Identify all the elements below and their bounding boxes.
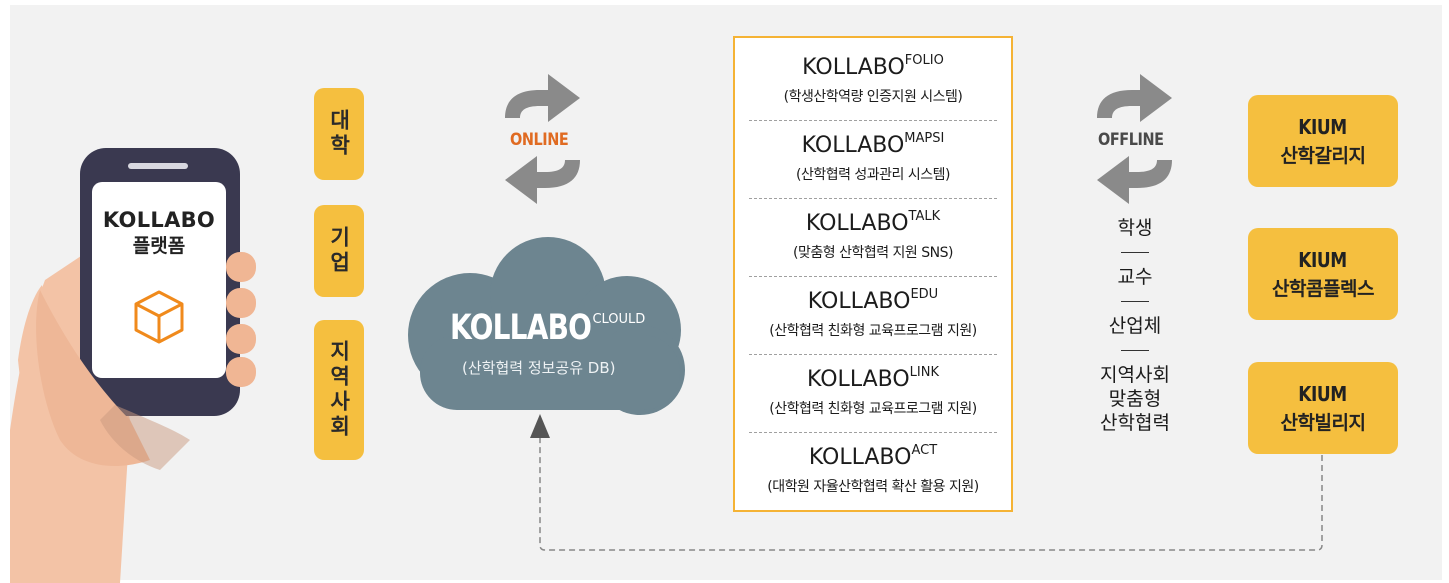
hand-phone-illustration <box>10 148 256 583</box>
service-item: KOLLABOMAPSI (산학협력 성과관리 시스템) <box>749 131 997 184</box>
phone-screen <box>92 182 226 378</box>
group-label: 지역사회 <box>327 340 352 440</box>
dashed-connector <box>539 435 1323 551</box>
service-name: KOLLABO <box>808 445 912 470</box>
stakeholder-community: 지역사회 <box>1100 364 1170 386</box>
phone-screen-text: KOLLABO 플랫폼 <box>92 208 226 258</box>
divider <box>749 276 997 277</box>
cloud-shape <box>408 237 685 415</box>
group-pill-company: 기업 <box>314 205 364 297</box>
online-arrow-right-icon <box>505 74 580 122</box>
offline-arrow-right-icon <box>1097 74 1172 122</box>
stakeholder-professor: 교수 <box>1117 266 1153 288</box>
online-label: ONLINE <box>510 130 569 150</box>
group-pill-community: 지역사회 <box>314 320 364 460</box>
stakeholder-cooperation: 산학협력 <box>1100 412 1170 434</box>
divider <box>749 120 997 121</box>
service-sup: EDU <box>910 287 939 302</box>
service-desc: (학생산학역량 인증지원 시스템) <box>783 89 963 106</box>
dash-divider <box>1121 252 1149 253</box>
offline-arrow-left-icon <box>1097 156 1172 204</box>
service-name: KOLLABO <box>801 133 905 158</box>
service-sup: LINK <box>909 365 939 380</box>
cloud-title-main: KOLLABO <box>450 308 592 348</box>
kium-name: 산학콤플렉스 <box>1272 277 1374 300</box>
cloud-title: KOLLABOCLOULD <box>450 308 679 348</box>
kium-box-complex: KIUM 산학콤플렉스 <box>1248 228 1398 320</box>
stakeholder-industry: 산업체 <box>1108 315 1162 337</box>
dash-divider <box>1121 301 1149 302</box>
dash-divider <box>1121 350 1149 351</box>
service-name: KOLLABO <box>802 55 905 80</box>
service-sup: MAPSI <box>904 131 945 146</box>
service-item: KOLLABOLINK (산학협력 친화형 교육프로그램 지원) <box>749 365 997 418</box>
group-pill-university: 대학 <box>314 88 364 180</box>
cloud-subtitle: (산학협력 정보공유 DB) <box>462 359 616 377</box>
stakeholder-student: 학생 <box>1117 217 1153 239</box>
stakeholder-custom: 맞춤형 <box>1108 388 1162 410</box>
service-desc: (산학협력 친화형 교육프로그램 지원) <box>769 401 977 418</box>
kium-box-galleries: KIUM 산학갈리지 <box>1248 95 1398 187</box>
group-label: 기업 <box>327 226 352 276</box>
kium-box-village: KIUM 산학빌리지 <box>1248 362 1398 454</box>
service-list: KOLLABOFOLIO (학생산학역량 인증지원 시스템) KOLLABOMA… <box>733 36 1013 512</box>
cloud-title-sup: CLOULD <box>592 312 646 327</box>
stakeholder-list: 학생 교수 산업체 지역사회 맞춤형 산학협력 <box>1085 216 1185 435</box>
service-item: KOLLABOFOLIO (학생산학역량 인증지원 시스템) <box>749 53 997 106</box>
kium-label: KIUM <box>1298 247 1348 272</box>
offline-label: OFFLINE <box>1098 130 1164 150</box>
kium-name: 산학빌리지 <box>1280 411 1366 434</box>
kium-label: KIUM <box>1298 114 1348 139</box>
service-name: KOLLABO <box>807 367 910 392</box>
online-arrow-left-icon <box>505 156 580 204</box>
service-sup: ACT <box>911 443 938 458</box>
service-name: KOLLABO <box>805 211 909 236</box>
divider <box>749 198 997 199</box>
service-name: KOLLABO <box>807 289 911 314</box>
box-icon <box>134 290 184 344</box>
kium-name: 산학갈리지 <box>1280 144 1366 167</box>
group-label: 대학 <box>327 109 352 159</box>
phone-title: KOLLABO <box>102 208 216 232</box>
phone-subtitle: 플랫폼 <box>132 235 186 258</box>
service-sup: FOLIO <box>904 53 944 68</box>
service-desc: (산학협력 친화형 교육프로그램 지원) <box>769 323 977 340</box>
service-item: KOLLABOTALK (맞춤형 산학협력 지원 SNS) <box>749 209 997 262</box>
divider <box>749 354 997 355</box>
kium-label: KIUM <box>1298 381 1348 406</box>
service-item: KOLLABOEDU (산학협력 친화형 교육프로그램 지원) <box>749 287 997 340</box>
divider <box>749 432 997 433</box>
service-desc: (대학원 자율산학협력 확산 활용 지원) <box>767 479 979 496</box>
service-sup: TALK <box>908 209 941 224</box>
service-desc: (맞춤형 산학협력 지원 SNS) <box>793 245 953 262</box>
service-item: KOLLABOACT (대학원 자율산학협력 확산 활용 지원) <box>749 443 997 496</box>
arrow-up-icon <box>530 414 550 438</box>
service-desc: (산학협력 성과관리 시스템) <box>795 167 951 184</box>
